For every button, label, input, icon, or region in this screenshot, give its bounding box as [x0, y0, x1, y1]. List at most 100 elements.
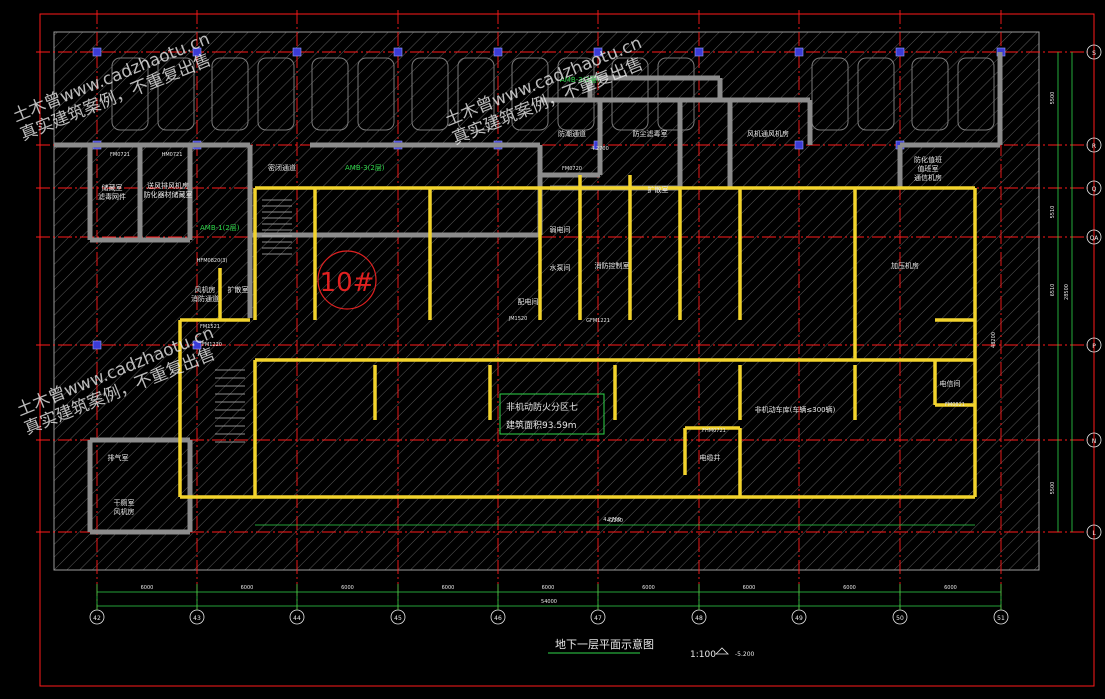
grid-row-label: N — [1092, 438, 1097, 445]
grid-row-label: QA — [1090, 235, 1100, 242]
room-label-line: 防尘滤毒室 — [633, 129, 668, 138]
structural-column — [895, 47, 905, 57]
room-label: 风机通风机房 — [747, 129, 789, 138]
room-label: 电缆井 — [700, 453, 721, 462]
zone-label: 10# — [320, 268, 375, 298]
airlock-note: AMB-3(2层) — [345, 164, 385, 172]
dim-total-value: 54000 — [541, 599, 557, 605]
parking-car — [157, 57, 195, 131]
dim-right-value: 6510 — [1050, 284, 1056, 297]
airlock-note: AMB-3(2层) — [560, 76, 600, 84]
grid-col-label: 45 — [394, 615, 402, 622]
room-label-line: 防化值班 — [914, 155, 942, 164]
dim-value: 6000 — [944, 585, 957, 591]
room-label: 配电间 — [518, 297, 539, 306]
door-tag: JM1520 — [508, 316, 528, 322]
structural-column — [192, 47, 202, 57]
structural-column — [593, 47, 603, 57]
dim-value: 6000 — [642, 585, 655, 591]
parking-car — [411, 57, 449, 131]
room-label-line: 弱电间 — [550, 225, 571, 234]
room-label-line: 防化器材储藏室 — [144, 190, 193, 199]
room-label: 弱电间 — [550, 225, 571, 234]
elevation-marker — [715, 647, 729, 655]
dim-right-value: 5510 — [1050, 206, 1056, 219]
drawing-title: 地下一层平面示意图 — [555, 637, 654, 651]
grid-row-bubble — [1086, 524, 1102, 540]
drawing-scale: 1:100 — [690, 650, 716, 660]
room-label-line: 储藏室 — [102, 183, 123, 192]
airlock-note: AMB-1(2层) — [200, 224, 240, 232]
parking-car — [657, 57, 695, 131]
parking-car — [311, 57, 349, 131]
room-label-line: 电缆井 — [700, 453, 721, 462]
room-label-line: 防潮通道 — [558, 129, 586, 138]
structural-column — [92, 340, 102, 350]
grid-col-label: 44 — [293, 615, 301, 622]
grid-row-label: R — [1092, 143, 1096, 150]
fire-zone-line1: 非机动防火分区七 — [506, 401, 578, 413]
door-tag: HFM0820(3) — [197, 258, 228, 264]
grid-col-label: 43 — [193, 615, 201, 622]
room-label: 储藏室滤毒网件 — [98, 183, 126, 201]
dim-value: 6000 — [141, 585, 154, 591]
room-label: 防尘滤毒室 — [633, 129, 668, 138]
structural-column — [694, 47, 704, 57]
door-tag: FM1521 — [200, 324, 220, 330]
dim-note: 4.2700 — [603, 517, 621, 523]
grid-col-label: 46 — [494, 615, 502, 622]
grid-col-label: 49 — [795, 615, 803, 622]
room-label-line: 扩散室 — [228, 285, 249, 294]
room-label-line: 消防通道 — [191, 294, 219, 303]
parking-car — [257, 57, 295, 131]
door-tag: FM0821 — [945, 402, 965, 408]
dim-note: 4.2700 — [591, 146, 609, 152]
door-tag: FM0720 — [562, 166, 582, 172]
dim-right-total: 28500 — [1064, 284, 1070, 300]
grid-row-bubble — [1086, 229, 1102, 245]
parking-car — [857, 57, 895, 131]
structural-column — [493, 47, 503, 57]
dim-value: 6000 — [542, 585, 555, 591]
parking-car — [111, 57, 149, 131]
parking-car — [957, 57, 995, 131]
structural-column — [92, 47, 102, 57]
room-label-line: 电信间 — [940, 379, 961, 388]
elevation-note: -5.200 — [735, 651, 755, 658]
parking-car — [211, 57, 249, 131]
room-label-line: 滤毒网件 — [98, 192, 126, 201]
parking-car — [557, 57, 595, 131]
grid-row-label: P — [1092, 343, 1096, 350]
room-label: 消防控制室 — [595, 261, 630, 270]
building-hatch — [53, 31, 1040, 571]
structural-column — [292, 47, 302, 57]
zone-circle — [317, 250, 377, 310]
room-label: 送风排风机房防化器材储藏室 — [144, 181, 193, 199]
walls — [54, 47, 1006, 535]
dim-inner-value: 42200 — [607, 518, 623, 524]
door-tag: GFM1221 — [586, 318, 610, 324]
fire-zone-box — [499, 393, 605, 435]
room-label: 扩散室 — [648, 185, 669, 194]
room-label-line: 风机房 — [114, 507, 135, 516]
parking-car — [511, 57, 549, 131]
parking-car — [357, 57, 395, 131]
room-label: 扩散室 — [228, 285, 249, 294]
grid-row-bubble — [1086, 180, 1102, 196]
grid-row-label: L — [1092, 530, 1096, 537]
room-label-line: 加压机房 — [891, 261, 919, 270]
room-label-line: 风机房 — [195, 285, 216, 294]
room-label: 防化值班值班室通信机房 — [914, 155, 942, 182]
grid-row-bubble — [1086, 137, 1102, 153]
door-tag: FHM0721 — [702, 428, 726, 434]
room-label-line: 非机动车库(车辆≤300辆) — [755, 405, 836, 414]
room-label: 电信间 — [940, 379, 961, 388]
structural-column — [393, 47, 403, 57]
grid-row-label: Q — [1092, 186, 1097, 193]
dim-value: 6000 — [843, 585, 856, 591]
fire-zone-line2: 建筑面积93.59m — [506, 419, 577, 431]
room-label: 密闭通道 — [268, 163, 296, 172]
grid-col-label: 48 — [695, 615, 703, 622]
